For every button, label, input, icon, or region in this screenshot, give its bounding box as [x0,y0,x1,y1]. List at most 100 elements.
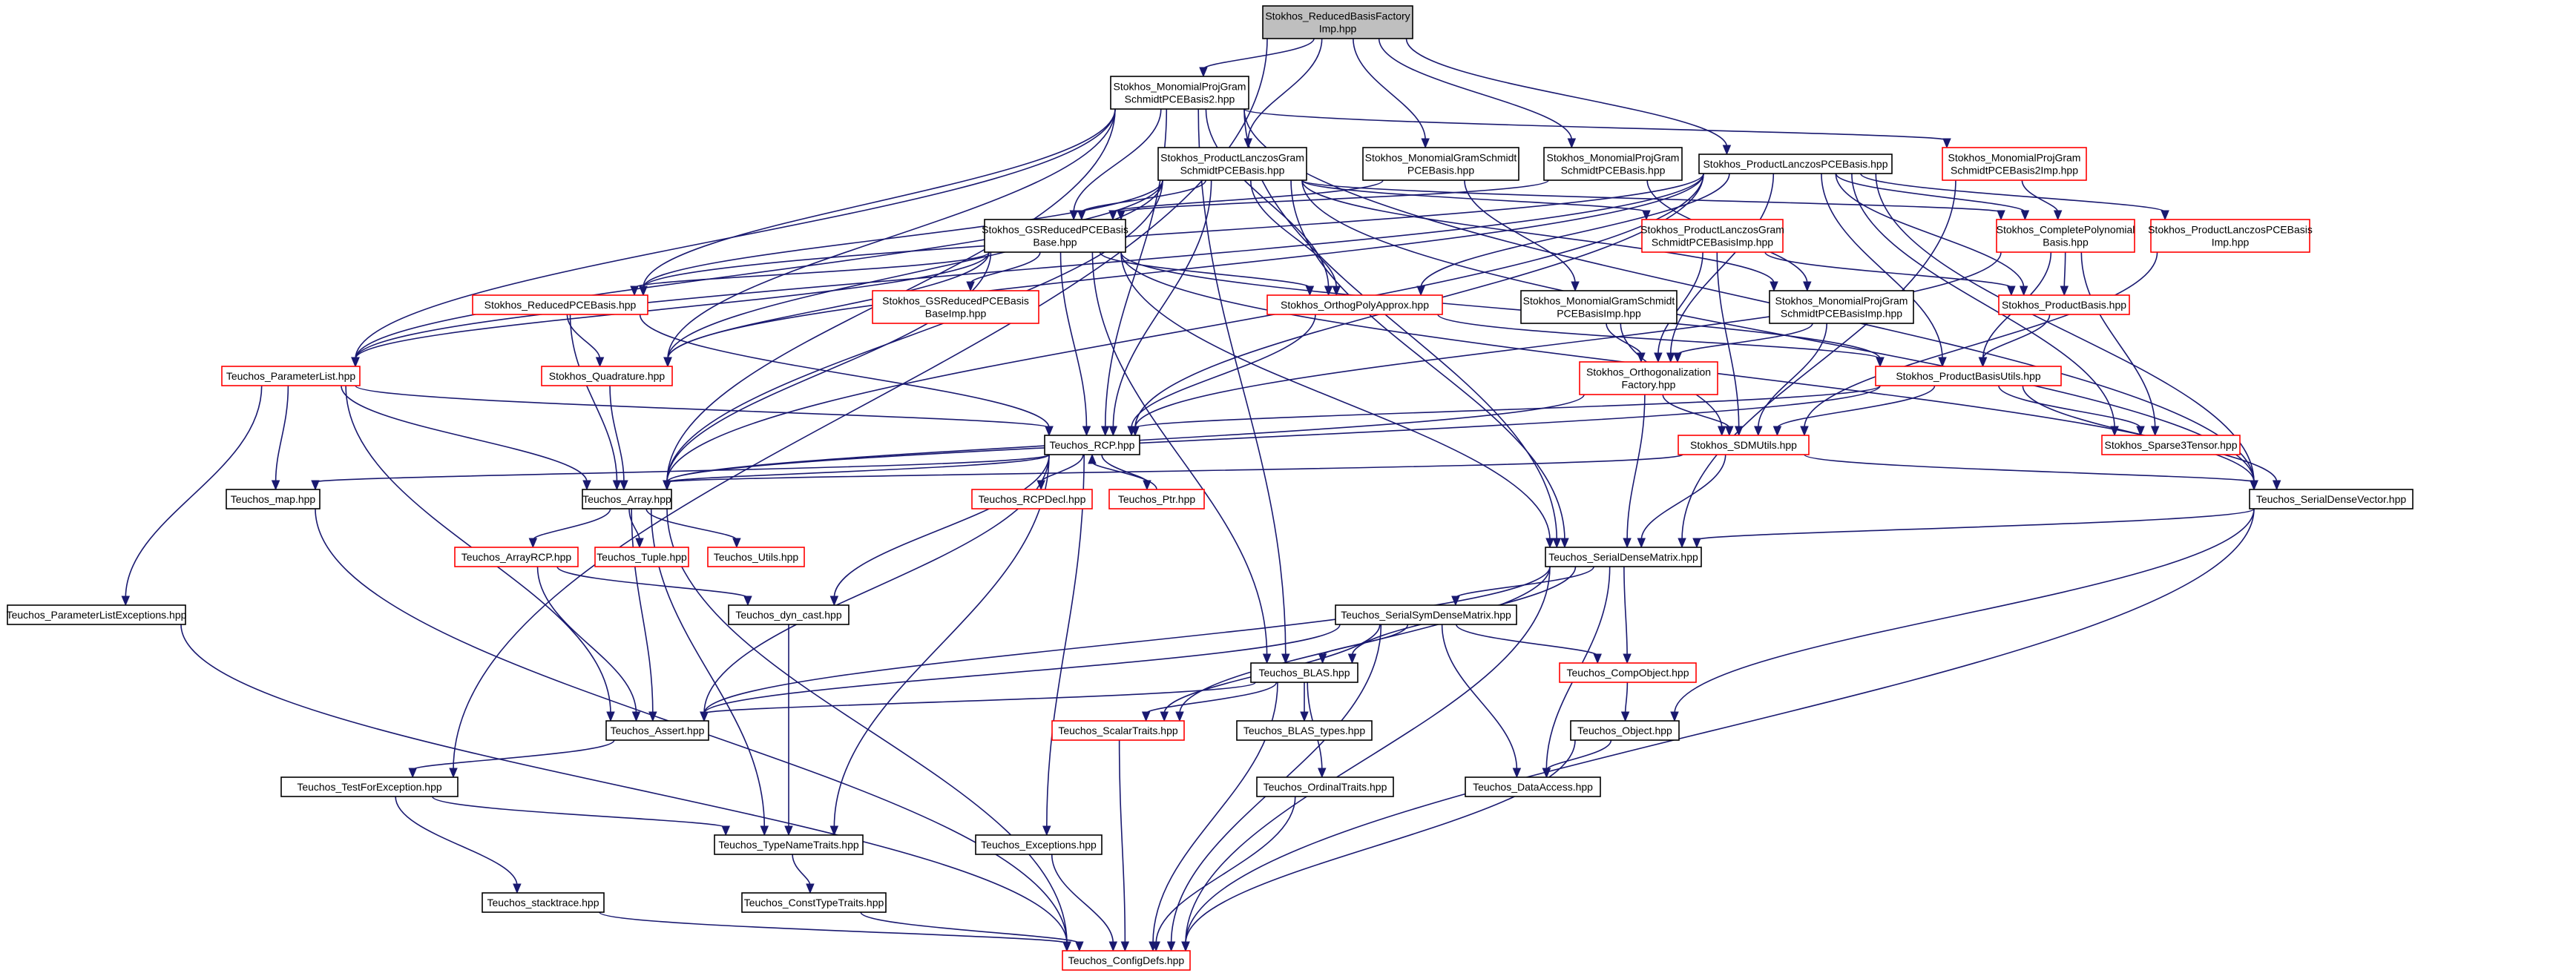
node-mpgs2[interactable]: Stokhos_MonomialProjGramSchmidtPCEBasis2… [1110,76,1249,110]
node-box-assert[interactable] [605,720,709,741]
node-box-pbu[interactable] [1875,366,2062,386]
node-box-mgsimp[interactable] [1520,290,1678,324]
node-cfg[interactable]: Teuchos_ConfigDefs.hpp [1062,950,1191,971]
node-blas[interactable]: Teuchos_BLAS.hpp [1250,662,1358,683]
node-tnt[interactable]: Teuchos_TypeNameTraits.hpp [714,834,864,855]
node-box-sdmat[interactable] [1545,547,1702,567]
node-st[interactable]: Teuchos_ScalarTraits.hpp [1051,720,1185,741]
node-box-exc[interactable] [975,834,1103,855]
node-blastypes[interactable]: Teuchos_BLAS_types.hpp [1236,720,1373,741]
node-box-blastypes[interactable] [1236,720,1373,741]
node-box-root[interactable] [1262,5,1413,39]
node-box-gsrb[interactable] [984,219,1126,253]
node-box-gsrbimp[interactable] [872,290,1039,324]
node-box-array[interactable] [582,489,672,509]
node-mpgs[interactable]: Stokhos_MonomialProjGramSchmidtPCEBasis.… [1543,147,1683,181]
node-plpce[interactable]: Stokhos_ProductLanczosPCEBasis.hpp [1698,154,1893,174]
node-ctt[interactable]: Teuchos_ConstTypeTraits.hpp [741,892,887,913]
node-box-rcpdecl[interactable] [971,489,1093,509]
node-map[interactable]: Teuchos_map.hpp [226,489,321,509]
node-box-s3t[interactable] [2101,435,2241,455]
node-quad[interactable]: Stokhos_Quadrature.hpp [541,366,673,386]
node-mgsimp[interactable]: Stokhos_MonomialGramSchmidtPCEBasisImp.h… [1520,290,1678,324]
node-box-rpce[interactable] [472,294,648,315]
node-object[interactable]: Teuchos_Object.hpp [1570,720,1680,741]
node-box-st[interactable] [1051,720,1185,741]
node-pbu[interactable]: Stokhos_ProductBasisUtils.hpp [1875,366,2062,386]
node-plgs[interactable]: Stokhos_ProductLanczosGramSchmidtPCEBasi… [1157,147,1307,181]
node-exc[interactable]: Teuchos_Exceptions.hpp [975,834,1103,855]
node-box-pb[interactable] [1998,294,2130,315]
node-stack[interactable]: Teuchos_stacktrace.hpp [482,892,605,913]
node-array[interactable]: Teuchos_Array.hpp [582,489,672,509]
node-s3t[interactable]: Stokhos_Sparse3Tensor.hpp [2101,435,2241,455]
node-box-sdv[interactable] [2249,489,2414,509]
node-plgsimp[interactable]: Stokhos_ProductLanczosGramSchmidtPCEBasi… [1640,219,1784,253]
node-rpce[interactable]: Stokhos_ReducedPCEBasis.hpp [472,294,648,315]
node-mpgs2imp[interactable]: Stokhos_MonomialProjGramSchmidtPCEBasis2… [1942,147,2087,181]
node-sdv[interactable]: Teuchos_SerialDenseVector.hpp [2249,489,2414,509]
node-ssdm[interactable]: Teuchos_SerialSymDenseMatrix.hpp [1335,604,1517,625]
node-box-sdm[interactable] [1678,435,1810,455]
node-box-da[interactable] [1465,776,1601,797]
node-box-of[interactable] [1579,361,1718,395]
node-box-opa[interactable] [1266,294,1443,315]
node-utils[interactable]: Teuchos_Utils.hpp [707,547,805,567]
node-box-compobj[interactable] [1559,662,1697,683]
node-box-mpgs[interactable] [1543,147,1683,181]
node-dyn[interactable]: Teuchos_dyn_cast.hpp [728,604,850,625]
node-box-tuple[interactable] [594,547,689,567]
node-box-quad[interactable] [541,366,673,386]
node-plist[interactable]: Teuchos_ParameterList.hpp [221,366,361,386]
node-box-ple[interactable] [7,604,186,625]
node-sdm[interactable]: Stokhos_SDMUtils.hpp [1678,435,1810,455]
node-box-tnt[interactable] [714,834,864,855]
node-box-cpb[interactable] [1996,219,2135,253]
node-pb[interactable]: Stokhos_ProductBasis.hpp [1998,294,2130,315]
node-box-plist[interactable] [221,366,361,386]
node-box-ssdm[interactable] [1335,604,1517,625]
node-sdmat[interactable]: Teuchos_SerialDenseMatrix.hpp [1545,547,1702,567]
node-box-tfe[interactable] [280,776,459,797]
node-mpgsimp[interactable]: Stokhos_MonomialProjGramSchmidtPCEBasisI… [1769,290,1914,324]
node-box-mgs[interactable] [1362,147,1519,181]
node-ple[interactable]: Teuchos_ParameterListExceptions.hpp [7,604,187,625]
node-box-mpgs2[interactable] [1110,76,1249,110]
node-assert[interactable]: Teuchos_Assert.hpp [605,720,709,741]
node-box-rcp[interactable] [1044,435,1140,455]
node-rcp[interactable]: Teuchos_RCP.hpp [1044,435,1140,455]
node-box-ctt[interactable] [741,892,887,913]
node-box-stack[interactable] [482,892,605,913]
node-ot[interactable]: Teuchos_OrdinalTraits.hpp [1256,776,1394,797]
node-box-plpceimp[interactable] [2150,219,2310,253]
node-tuple[interactable]: Teuchos_Tuple.hpp [594,547,689,567]
node-rcpdecl[interactable]: Teuchos_RCPDecl.hpp [971,489,1093,509]
node-box-plpce[interactable] [1698,154,1893,174]
node-compobj[interactable]: Teuchos_CompObject.hpp [1559,662,1697,683]
node-arcp[interactable]: Teuchos_ArrayRCP.hpp [454,547,579,567]
node-box-map[interactable] [226,489,321,509]
node-box-mpgs2imp[interactable] [1942,147,2087,181]
node-box-ptr[interactable] [1108,489,1205,509]
node-opa[interactable]: Stokhos_OrthogPolyApprox.hpp [1266,294,1443,315]
node-ptr[interactable]: Teuchos_Ptr.hpp [1108,489,1205,509]
node-box-mpgsimp[interactable] [1769,290,1914,324]
node-box-dyn[interactable] [728,604,850,625]
node-box-blas[interactable] [1250,662,1358,683]
node-box-cfg[interactable] [1062,950,1191,971]
node-box-object[interactable] [1570,720,1680,741]
node-box-utils[interactable] [707,547,805,567]
node-box-plgs[interactable] [1157,147,1307,181]
node-box-plgsimp[interactable] [1641,219,1784,253]
node-da[interactable]: Teuchos_DataAccess.hpp [1465,776,1601,797]
node-box-ot[interactable] [1256,776,1394,797]
node-box-arcp[interactable] [454,547,579,567]
node-tfe[interactable]: Teuchos_TestForException.hpp [280,776,459,797]
